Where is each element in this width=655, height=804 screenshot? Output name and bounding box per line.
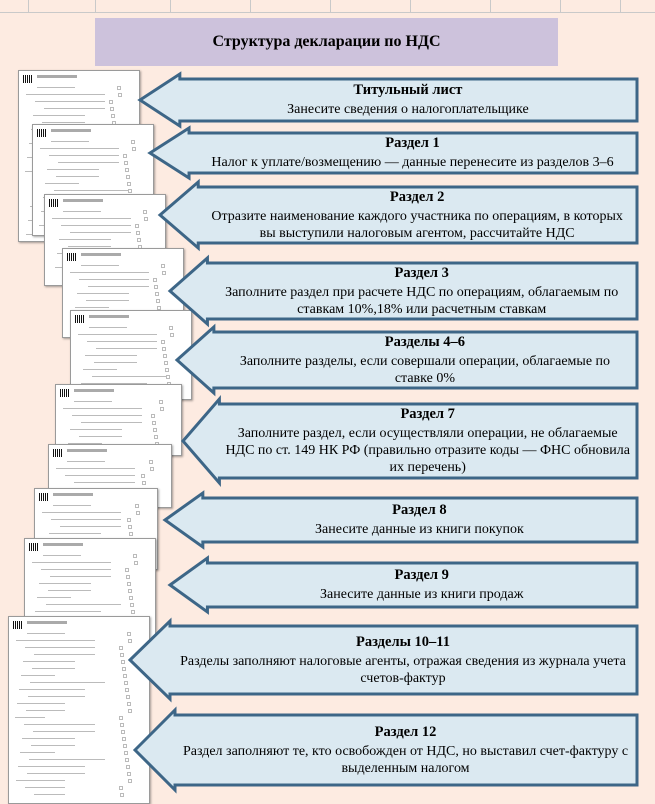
section-heading: Раздел 7 [400, 406, 455, 422]
section-arrow: Раздел 1 Налог к уплате/возмещению — данн… [147, 125, 639, 181]
section-description: Занесите данные из книги покупок [315, 522, 524, 537]
section-heading: Раздел 9 [394, 567, 449, 583]
arrow-shape [181, 394, 639, 488]
section-description: Занесите сведения о налогоплательщике [287, 102, 529, 117]
section-heading: Раздел 12 [374, 723, 437, 740]
section-text: Раздел 3 Заполните раздел при расчете НДС… [213, 263, 630, 319]
section-text: Раздел 7 Заполните раздел, если осуществл… [225, 404, 630, 478]
section-description: Налог к уплате/возмещению — данные перен… [211, 155, 614, 170]
arrow-shape [137, 71, 639, 129]
section-heading: Раздел 2 [389, 188, 445, 205]
section-description: Заполните разделы, если совершали операц… [239, 353, 611, 386]
section-text: Раздел 1 Налог к уплате/возмещению — данн… [195, 133, 630, 173]
section-description: Заполните раздел при расчете НДС по опер… [225, 284, 619, 317]
section-arrow: Раздел 7 Заполните раздел, если осуществл… [181, 394, 639, 488]
section-heading: Раздел 8 [392, 502, 447, 518]
section-description: Разделы заполняют налоговые агенты, отра… [180, 653, 626, 686]
arrow-shape [162, 490, 639, 550]
section-description: Отразите наименование каждого участника … [211, 208, 623, 241]
section-text: Раздел 2 Отразите наименование каждого уч… [204, 187, 630, 243]
section-arrow: Раздел 2 Отразите наименование каждого уч… [157, 178, 639, 252]
section-heading: Раздел 1 [385, 135, 440, 151]
diagram: Структура декларации по НДС Титульный ли… [0, 12, 655, 804]
section-description: Заполните раздел, если осуществляли опер… [225, 426, 630, 475]
section-heading: Разделы 4–6 [384, 333, 466, 350]
section-description: Занесите данные из книги продаж [320, 587, 524, 602]
section-text: Раздел 9 Занесите данные из книги продаж [213, 563, 630, 607]
section-heading: Титульный лист [353, 82, 463, 98]
spreadsheet-gridline [0, 0, 655, 13]
section-arrow: Раздел 9 Занесите данные из книги продаж [167, 555, 639, 615]
section-arrow: Раздел 3 Заполните раздел при расчете НДС… [167, 254, 639, 328]
section-heading: Разделы 10–11 [356, 633, 450, 650]
arrow-shape [127, 617, 639, 703]
section-arrow: Раздел 8 Занесите данные из книги покупок [162, 490, 639, 550]
section-text: Раздел 12 Раздел заполняют те, кто освобо… [181, 715, 630, 785]
arrow-shape [132, 706, 639, 794]
arrow-shape [167, 555, 639, 615]
arrow-shape [147, 125, 639, 181]
arrow-shape [167, 254, 639, 328]
section-text: Раздел 8 Занесите данные из книги покупок [209, 498, 630, 542]
arrow-shape [174, 323, 639, 397]
diagram-title: Структура декларации по НДС [95, 18, 558, 66]
section-arrow: Раздел 12 Раздел заполняют те, кто освобо… [132, 706, 639, 794]
section-description: Раздел заполняют те, кто освобожден от Н… [182, 743, 629, 776]
arrow-shape [157, 178, 639, 252]
section-heading: Раздел 3 [394, 264, 449, 281]
form-page-thumbnail [8, 616, 150, 804]
